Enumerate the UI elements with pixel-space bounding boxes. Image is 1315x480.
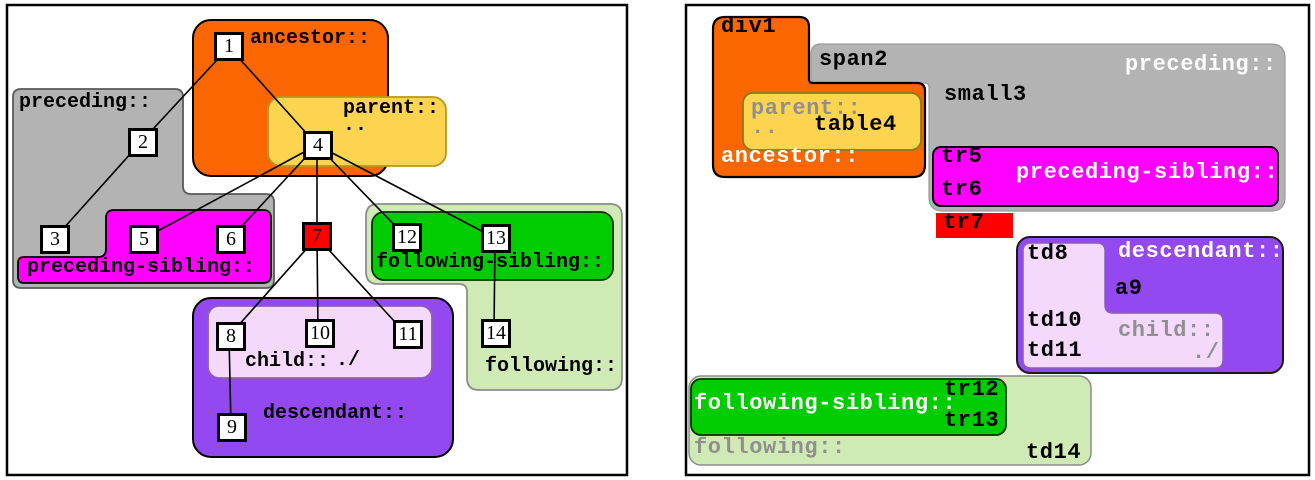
doc-region-following-sibling: [690, 378, 1007, 436]
tree-node-4: 4: [303, 131, 333, 160]
doc-element-tr6: tr6: [941, 177, 983, 202]
tree-label-descendant: descendant::: [263, 402, 408, 425]
tree-label-ancestor: ancestor::: [250, 27, 371, 50]
tree-label-preceding-sibling: preceding-sibling::: [27, 256, 256, 279]
doc-element-td10: td10: [1027, 308, 1083, 333]
doc-label-following-sibling: following-sibling::: [694, 391, 957, 416]
doc-element-tr7: tr7: [943, 210, 985, 235]
doc-label-following: following::: [694, 435, 846, 460]
tree-node-10: 10: [305, 319, 335, 348]
edge-1-4: [228, 46, 318, 146]
edge-4-5: [142, 144, 318, 240]
doc-label-preceding: preceding::: [1125, 52, 1277, 77]
edge-8-9: [228, 335, 232, 428]
doc-element-td14: td14: [1026, 440, 1082, 465]
tree-node-8: 8: [216, 322, 246, 351]
tree-node-1: 1: [214, 32, 244, 61]
doc-label-descendant: descendant::: [1118, 239, 1284, 264]
doc-region-child: [1022, 242, 1224, 369]
edge-13-14: [493, 237, 496, 333]
doc-label-preceding-sibling: preceding-sibling::: [1016, 160, 1279, 185]
tree-label-child-shorthand: ./: [336, 349, 361, 372]
tree-edges: [53, 46, 496, 428]
tree-label-parent: parent::: [343, 97, 440, 120]
doc-element-tr12: tr12: [944, 377, 1000, 402]
doc-label-parent-shorthand: ..: [751, 115, 779, 140]
tree-node-6: 6: [216, 225, 246, 254]
edge-4-6: [229, 144, 318, 240]
tree-node-7-self: 7: [302, 222, 332, 251]
tree-label-preceding: preceding::: [19, 91, 152, 114]
edge-7-8: [228, 236, 318, 337]
doc-element-tr13: tr13: [944, 408, 1000, 433]
doc-element-table4: table4: [814, 112, 897, 137]
doc-element-td8: td8: [1027, 241, 1069, 266]
doc-region-parent: [742, 92, 922, 151]
edge-4-12: [316, 144, 407, 238]
tree-node-2: 2: [128, 128, 158, 157]
tree-label-parent-shorthand: ..: [343, 114, 368, 137]
doc-element-a9: a9: [1115, 276, 1143, 301]
edge-4-13: [316, 144, 496, 239]
doc-element-div1: div1: [721, 14, 777, 39]
tree-label-child: child::: [245, 350, 330, 373]
edge-7-10: [316, 236, 319, 334]
doc-element-span2: span2: [819, 47, 889, 72]
doc-label-parent: parent::: [751, 96, 862, 121]
tree-node-9: 9: [217, 413, 247, 442]
tree-node-11: 11: [393, 320, 423, 349]
tree-node-12: 12: [392, 223, 422, 252]
doc-region-self: [936, 213, 1013, 238]
doc-label-child: child::: [1118, 318, 1215, 343]
doc-element-td11: td11: [1027, 338, 1083, 363]
doc-element-small3: small3: [944, 82, 1027, 107]
edge-2-3: [53, 141, 142, 240]
doc-label-ancestor: ancestor::: [721, 144, 860, 169]
tree-node-14: 14: [481, 319, 511, 348]
tree-node-5: 5: [129, 225, 159, 254]
edge-1-2: [140, 46, 230, 143]
doc-region-preceding-sibling: [932, 146, 1279, 207]
tree-node-3: 3: [40, 225, 70, 254]
tree-label-following-sibling: following-sibling::: [376, 251, 605, 274]
doc-element-tr5: tr5: [941, 144, 983, 169]
edge-7-11: [316, 236, 407, 335]
doc-label-child-shorthand: ./: [1192, 340, 1220, 365]
tree-node-13: 13: [481, 224, 511, 253]
tree-label-following: following::: [485, 355, 618, 378]
